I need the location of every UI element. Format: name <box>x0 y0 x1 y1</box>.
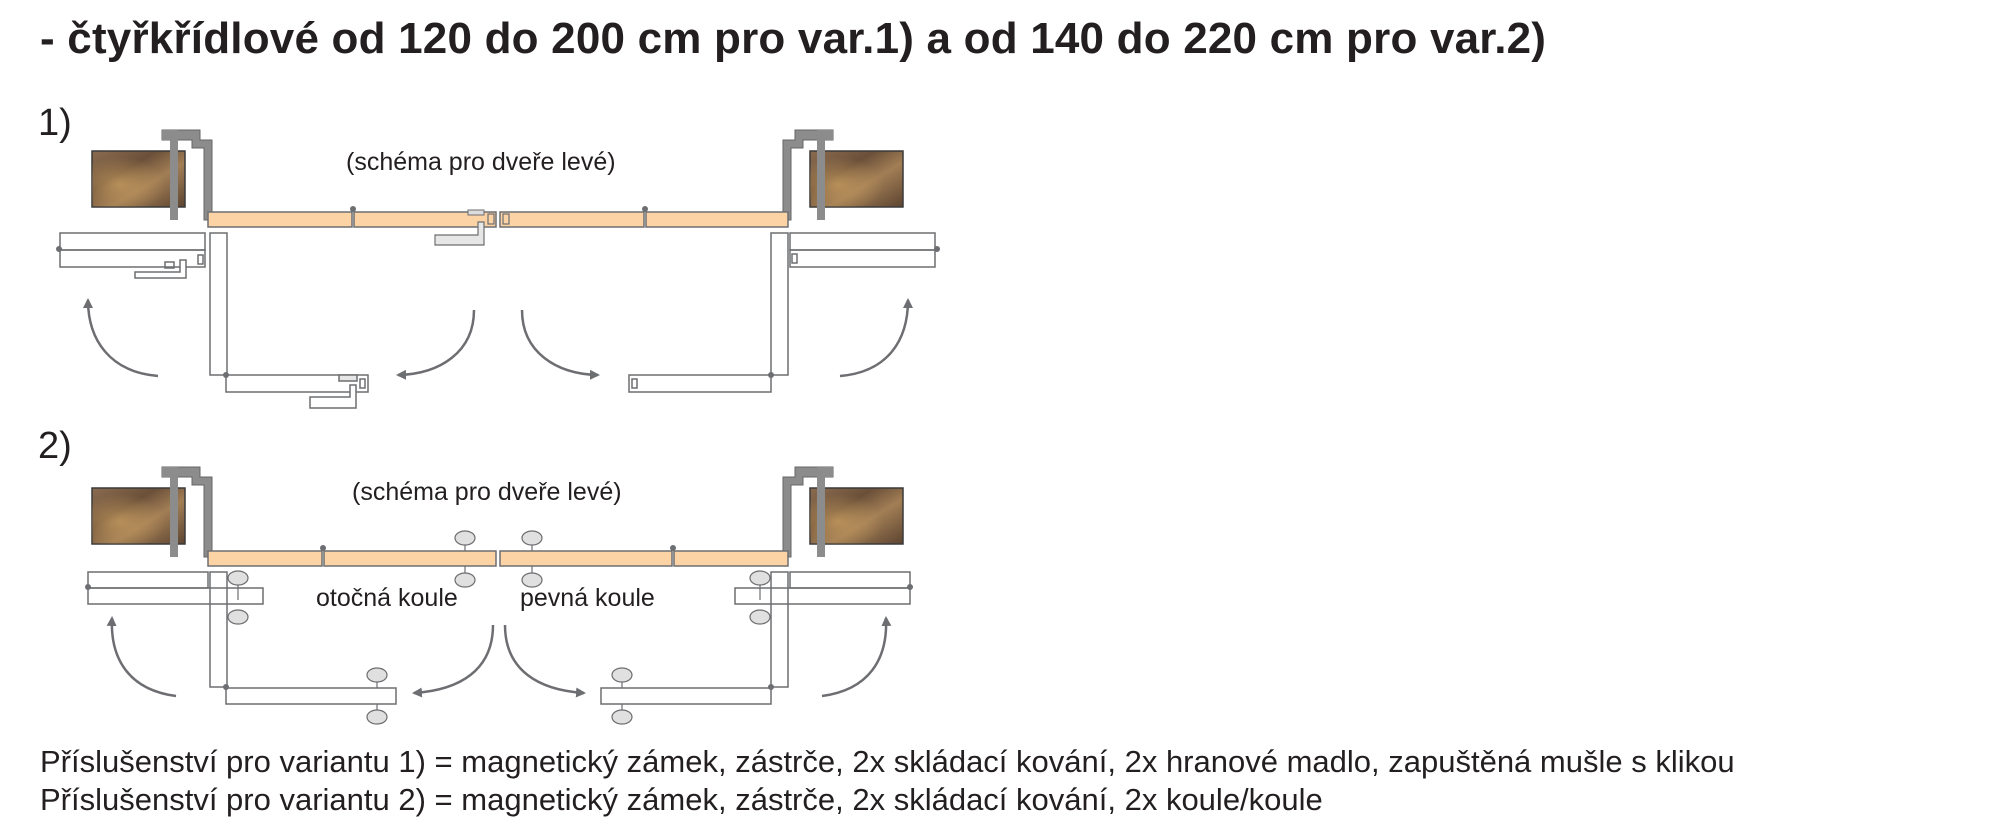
closed-door-panels-2 <box>207 545 789 567</box>
variant-2-diagram <box>85 466 913 725</box>
accessories-variant-1: Příslušenství pro variantu 1) = magnetic… <box>40 744 1735 779</box>
wall-block-left <box>91 150 186 208</box>
wall-block-left-2 <box>91 487 186 545</box>
right-folded-panels-2 <box>734 571 911 605</box>
right-folded-panels <box>789 232 936 268</box>
wall-block-right <box>809 150 904 208</box>
wall-block-right-2 <box>809 487 904 545</box>
left-open-panels-2 <box>209 571 397 705</box>
variant-1-caption: (schéma pro dveře levé) <box>346 148 616 176</box>
page-title: - čtyřkřídlové od 120 do 200 cm pro var.… <box>40 14 1547 63</box>
knob-right-bottom <box>611 667 633 725</box>
right-open-panels-2 <box>600 571 789 705</box>
variant-1-diagram <box>56 129 940 409</box>
variant-2-caption: (schéma pro dveře levé) <box>352 478 622 506</box>
knob-group-center <box>454 530 543 588</box>
right-open-panels <box>628 232 789 393</box>
rotating-knob-label: otočná koule <box>316 584 458 612</box>
handle-center <box>434 221 485 246</box>
closed-door-panels <box>207 206 789 228</box>
swing-arrows-variant-1 <box>83 298 913 380</box>
knob-left-stack <box>227 570 249 625</box>
variant-1-label: 1) <box>38 102 72 144</box>
variant-2-label: 2) <box>38 425 72 467</box>
accessories-variant-2: Příslušenství pro variantu 2) = magnetic… <box>40 782 1323 817</box>
left-folded-panels-2 <box>87 571 264 605</box>
left-folded-panels <box>58 232 206 279</box>
left-open-panels <box>209 232 369 409</box>
knob-right-stack <box>749 570 771 625</box>
fixed-knob-label: pevná koule <box>520 584 655 612</box>
swing-arrows-variant-2 <box>106 616 892 698</box>
knob-left-bottom <box>366 667 388 725</box>
